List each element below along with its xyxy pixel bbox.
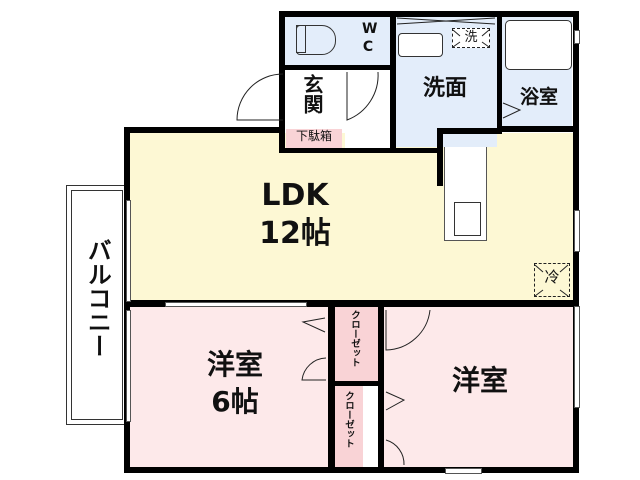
bathtub-icon	[505, 20, 572, 70]
closet-2	[335, 386, 363, 467]
western-6-name: 洋室	[206, 348, 263, 381]
sink-icon	[398, 33, 443, 57]
ldk-size: 12帖	[259, 216, 331, 251]
closet-1-label: クローゼット	[348, 310, 360, 367]
washroom-label: 洗面	[422, 76, 467, 101]
bathroom-label: 浴室	[519, 86, 558, 108]
shoe-box-label: 下駄箱	[295, 129, 332, 143]
hallway	[345, 66, 393, 148]
room-entrance	[285, 70, 345, 130]
balcony	[66, 185, 126, 425]
sliding-door-ldk	[165, 302, 307, 307]
window-ldk-west	[126, 200, 131, 302]
fridge-icon: 冷	[544, 268, 560, 286]
entrance-label: 玄関	[300, 74, 324, 114]
ldk-name: LDK	[261, 178, 329, 213]
window-ldk-east	[574, 210, 580, 252]
western-2-name: 洋室	[451, 364, 508, 397]
room-western-6	[130, 307, 328, 467]
window-western-south	[445, 468, 482, 474]
window-bath	[574, 30, 580, 44]
shoe-box	[286, 129, 342, 148]
fridge-space	[534, 263, 570, 297]
window-western-east	[574, 306, 580, 408]
wc-label: WC	[362, 21, 378, 56]
stove-icon	[454, 202, 481, 236]
closet-1	[335, 307, 378, 381]
washer-icon: 洗	[464, 30, 478, 45]
window-western-west	[126, 310, 131, 422]
closet-2-label: クローゼット	[342, 391, 354, 448]
balcony-label: バルコニー	[83, 238, 112, 358]
room-ldk	[130, 133, 573, 303]
western-6-size: 6帖	[211, 385, 259, 418]
